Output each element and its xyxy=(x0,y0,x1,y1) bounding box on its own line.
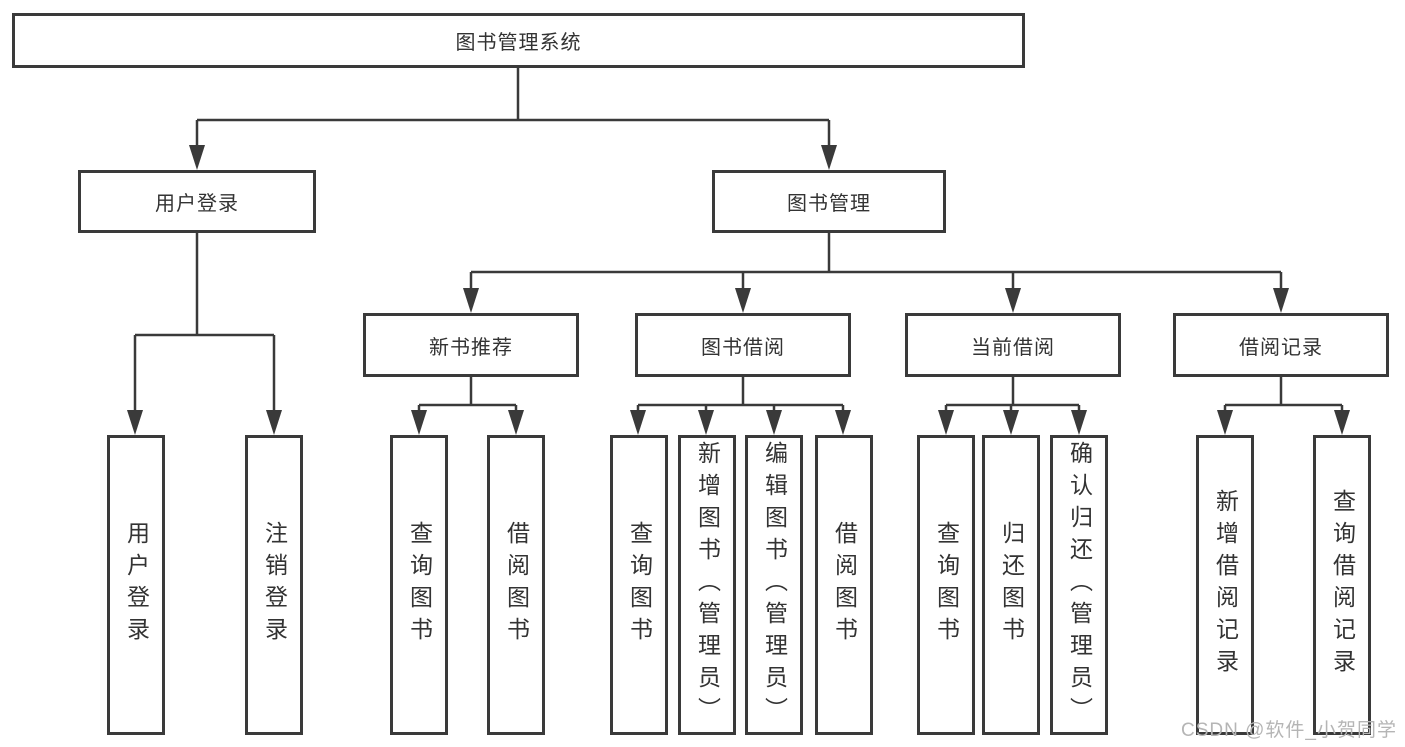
arrowhead xyxy=(1005,288,1021,313)
arrowhead xyxy=(1003,410,1019,435)
node-label: 图书管理系统 xyxy=(455,32,582,54)
node-label: 用户登录 xyxy=(155,193,239,215)
node-label: 确认归还（管理员） xyxy=(1066,441,1093,729)
node-leaf-confirm-return-admin: 确认归还（管理员） xyxy=(1050,435,1108,735)
node-leaf-query-books-1: 查询图书 xyxy=(390,435,448,735)
node-label: 借阅记录 xyxy=(1239,336,1323,359)
node-leaf-query-borrow-record: 查询借阅记录 xyxy=(1313,435,1371,735)
node-current-borrow: 当前借阅 xyxy=(905,313,1121,377)
arrowhead xyxy=(127,410,143,435)
node-label: 借阅图书 xyxy=(831,521,858,649)
arrowhead xyxy=(835,410,851,435)
arrowhead xyxy=(266,410,282,435)
node-leaf-borrow-books-1: 借阅图书 xyxy=(487,435,545,735)
node-book-borrow: 图书借阅 xyxy=(635,313,851,377)
node-leaf-return-books: 归还图书 xyxy=(982,435,1040,735)
node-leaf-edit-books-admin: 编辑图书（管理员） xyxy=(745,435,803,735)
node-label: 归还图书 xyxy=(998,521,1025,649)
node-label: 图书借阅 xyxy=(701,336,785,359)
arrowhead xyxy=(821,145,837,170)
arrowhead xyxy=(1273,288,1289,313)
node-label: 查询借阅记录 xyxy=(1329,489,1356,681)
node-label: 新增图书（管理员） xyxy=(694,441,721,729)
node-leaf-user-login: 用户登录 xyxy=(107,435,165,735)
arrowhead xyxy=(1071,410,1087,435)
arrowhead xyxy=(463,288,479,313)
node-label: 查询图书 xyxy=(406,521,433,649)
node-book-management: 图书管理 xyxy=(712,170,946,233)
arrowhead xyxy=(411,410,427,435)
csdn-watermark: CSDN @软件_小贺同学 xyxy=(1181,720,1397,741)
node-label: 图书管理 xyxy=(787,193,871,215)
node-leaf-borrow-books-2: 借阅图书 xyxy=(815,435,873,735)
arrowhead xyxy=(766,410,782,435)
node-label: 新增借阅记录 xyxy=(1212,489,1239,681)
arrowhead xyxy=(1217,410,1233,435)
node-label: 用户登录 xyxy=(123,521,150,649)
node-library-management-system: 图书管理系统 xyxy=(12,13,1025,68)
node-label: 注销登录 xyxy=(261,521,288,649)
node-leaf-query-books-2: 查询图书 xyxy=(610,435,668,735)
node-label: 新书推荐 xyxy=(429,336,513,359)
node-label: 查询图书 xyxy=(626,521,653,649)
arrowhead xyxy=(938,410,954,435)
node-label: 查询图书 xyxy=(933,521,960,649)
arrowhead xyxy=(1334,410,1350,435)
arrowhead xyxy=(630,410,646,435)
node-new-book-recommend: 新书推荐 xyxy=(363,313,579,377)
node-label: 当前借阅 xyxy=(971,336,1055,359)
arrowhead xyxy=(508,410,524,435)
node-leaf-add-borrow-record: 新增借阅记录 xyxy=(1196,435,1254,735)
node-leaf-query-books-3: 查询图书 xyxy=(917,435,975,735)
arrowhead xyxy=(735,288,751,313)
node-label: 借阅图书 xyxy=(503,521,530,649)
arrowhead xyxy=(189,145,205,170)
node-label: 编辑图书（管理员） xyxy=(761,441,788,729)
arrowhead xyxy=(698,410,714,435)
node-leaf-logout: 注销登录 xyxy=(245,435,303,735)
node-user-login: 用户登录 xyxy=(78,170,316,233)
node-leaf-add-books-admin: 新增图书（管理员） xyxy=(678,435,736,735)
node-borrow-records: 借阅记录 xyxy=(1173,313,1389,377)
